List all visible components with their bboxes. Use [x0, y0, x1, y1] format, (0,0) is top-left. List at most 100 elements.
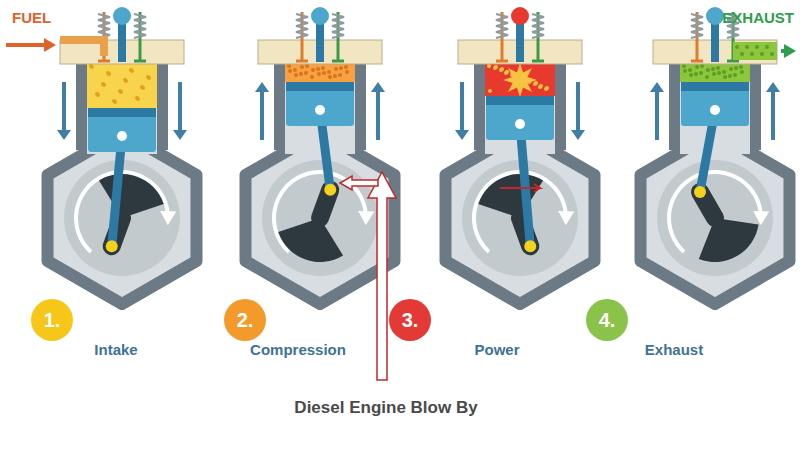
step-number-circle: 4.	[586, 299, 628, 341]
rotation-arrow-head	[753, 211, 769, 225]
fuel-arrow-head	[44, 38, 56, 52]
charge-dot	[136, 97, 140, 101]
piston	[486, 96, 554, 140]
valve-head	[691, 60, 703, 63]
charge-dot	[716, 66, 720, 70]
stroke-name: Intake	[94, 342, 137, 359]
exhaust-port	[733, 42, 777, 60]
combustion-chamber	[87, 62, 157, 108]
motion-arrow-head	[571, 130, 585, 140]
exhaust-dot	[760, 52, 764, 56]
piston-ring	[88, 108, 156, 117]
rotation-arrow-head	[558, 211, 574, 225]
charge-dot	[734, 66, 738, 70]
charge-dot	[728, 74, 732, 78]
piston-ring	[286, 82, 354, 91]
charge-dot	[504, 71, 508, 75]
crank-disc	[657, 160, 773, 276]
motion-arrow-head	[57, 130, 71, 140]
charge-dot	[740, 70, 744, 74]
charge-dot	[305, 64, 309, 68]
valve-spring	[332, 14, 344, 38]
engine-cylinder	[246, 7, 395, 304]
motion-arrow-head	[173, 130, 187, 140]
cylinder-wall	[474, 62, 566, 150]
cylinder-bore	[87, 62, 157, 154]
blow-by-arrow	[368, 172, 396, 380]
charge-dot	[545, 86, 549, 90]
exhaust-dot	[735, 45, 739, 49]
connecting-rod	[520, 124, 530, 246]
crank-disc	[262, 160, 378, 276]
motion-arrow	[576, 82, 580, 132]
injector-cap	[706, 7, 724, 25]
counterweight	[478, 174, 543, 218]
charge-dot	[487, 64, 491, 68]
charge-dot	[695, 65, 699, 69]
valve-spring	[691, 14, 703, 38]
combustion-chamber	[285, 62, 355, 82]
charge-dot	[322, 71, 326, 75]
fuel-pipe	[60, 40, 104, 56]
charge-dot	[534, 81, 538, 85]
charge-dot	[539, 84, 543, 88]
piston-pin	[117, 131, 127, 141]
caption: Diesel Engine Blow By	[290, 399, 481, 418]
charge-dot	[729, 67, 733, 71]
charge-dot	[711, 67, 715, 71]
stroke-name: Compression	[250, 342, 346, 359]
charge-dot	[717, 71, 721, 75]
engine-cylinder	[641, 7, 790, 304]
charge-dot	[106, 71, 110, 75]
motion-arrow	[655, 90, 659, 140]
charge-dot	[733, 73, 737, 77]
charge-dot	[705, 75, 709, 79]
charge-dot	[123, 78, 127, 82]
charge-dot	[333, 74, 337, 78]
exhaust-dot	[770, 52, 774, 56]
callout-number: 2.	[237, 310, 254, 330]
charge-dot	[130, 69, 134, 73]
charge-dot	[113, 100, 117, 104]
charge-dot	[124, 79, 128, 83]
charge-dot	[339, 66, 343, 70]
motion-arrow-head	[455, 130, 469, 140]
valve-spring	[134, 14, 146, 38]
charge-dot	[499, 68, 503, 72]
charge-dot	[538, 85, 542, 89]
charge-dot	[505, 70, 509, 74]
charge-dot	[141, 86, 145, 90]
charge-dot	[723, 75, 727, 79]
inlet-label: FUEL	[12, 10, 51, 27]
valve-spring	[496, 14, 508, 38]
charge-dot	[90, 65, 94, 69]
counterweight	[99, 174, 164, 218]
fuel-arrow	[6, 43, 46, 47]
motion-arrow	[260, 90, 264, 140]
injector-cap	[311, 7, 329, 25]
rotation-arrow	[472, 170, 568, 253]
counterweight	[699, 218, 759, 262]
charge-dot	[712, 72, 716, 76]
crank-pin	[524, 240, 536, 252]
charge-dot	[689, 73, 693, 77]
motion-arrow-head	[766, 82, 780, 92]
charge-dot	[700, 64, 704, 68]
motion-arrow	[460, 82, 464, 132]
charge-dot	[310, 75, 314, 79]
charge-dot	[500, 67, 504, 71]
engine-cylinder	[446, 7, 595, 304]
valve-spring	[98, 14, 110, 38]
charge-dot	[321, 66, 325, 70]
charge-dot	[338, 73, 342, 77]
charge-dot	[344, 65, 348, 69]
charge-dot	[147, 76, 151, 80]
callout-number: 1.	[44, 310, 61, 330]
charge-dot	[316, 67, 320, 71]
charge-dot	[129, 68, 133, 72]
charge-dot	[287, 64, 291, 68]
charge-dot	[327, 70, 331, 74]
rotation-arrow-head	[358, 211, 374, 225]
